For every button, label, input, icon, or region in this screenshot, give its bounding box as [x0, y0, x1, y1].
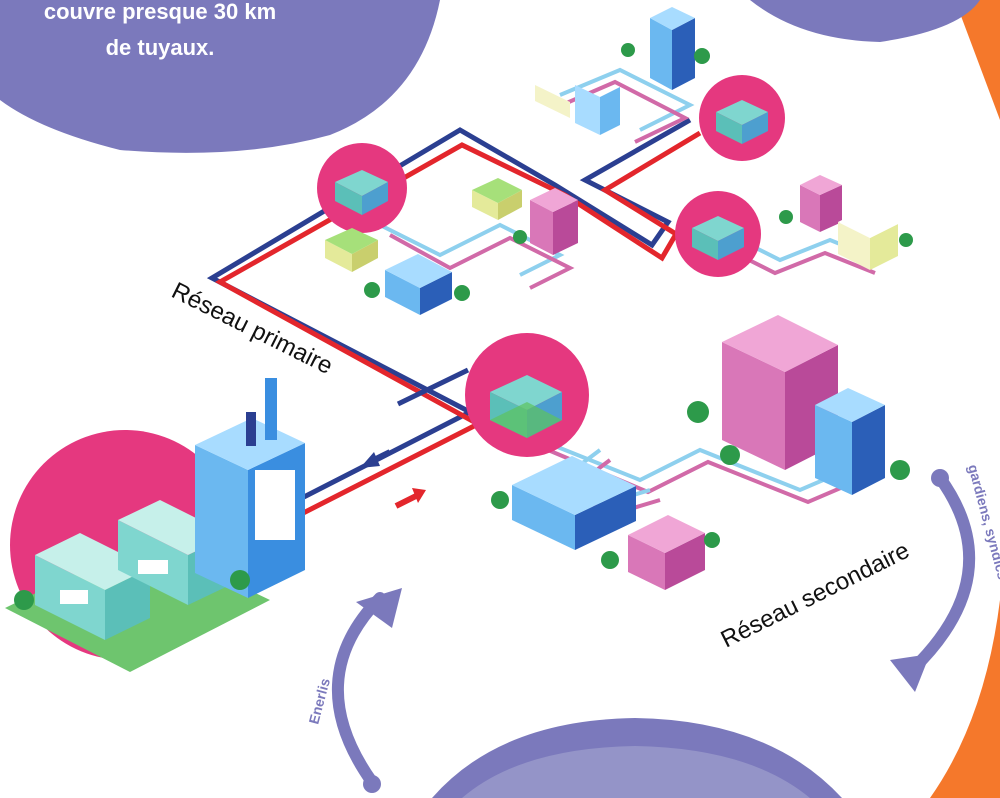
orange-accent-bottom-right — [930, 600, 1000, 798]
info-bubble-text: couvre presque 30 km de tuyaux. — [10, 0, 310, 66]
blue-office-mid — [385, 254, 452, 315]
substation-a — [317, 143, 407, 233]
blue-office-block — [512, 456, 636, 550]
yellow-apartments-right — [838, 208, 898, 270]
blue-tower-top — [650, 7, 695, 90]
substation-main — [465, 333, 589, 457]
supply-flow-arrow — [394, 488, 426, 509]
pink-building-small — [628, 515, 705, 590]
yellow-shop-a — [325, 228, 378, 272]
bubble-bottom-inner — [462, 746, 810, 798]
plant-chimneys — [246, 378, 277, 446]
blue-tower-right — [815, 388, 885, 495]
secondary-pipe-cold-c — [379, 222, 565, 277]
info-line-2: de tuyaux. — [105, 35, 215, 60]
yellow-shop-b — [472, 178, 522, 220]
pink-tower-mid — [530, 188, 578, 255]
return-flow-arrow — [360, 449, 392, 468]
cycle-arrow-left — [331, 588, 402, 793]
orange-accent-top-right — [955, 0, 1000, 120]
flow-arrows — [360, 449, 426, 509]
info-bubble — [0, 0, 440, 153]
secondary-network-label: Réseau secondaire — [717, 537, 914, 653]
heating-plant — [5, 378, 305, 672]
substation-c — [675, 191, 761, 277]
pink-tower-right — [800, 175, 842, 232]
info-line-1: couvre presque 30 km — [43, 0, 277, 24]
return-pipe-branch — [396, 367, 470, 407]
teal-buildings-top — [535, 85, 620, 135]
plant-windows — [60, 470, 295, 604]
bubble-top-right — [750, 0, 980, 42]
trees — [364, 43, 913, 569]
plant-trees — [14, 570, 250, 610]
secondary-pipe-cold-d — [559, 67, 695, 132]
substation-b — [699, 75, 785, 161]
cycle-arrow-right — [890, 469, 976, 692]
secondary-pipe-warm-c — [389, 233, 575, 290]
cycle-label-left: Enerlis — [305, 676, 333, 725]
